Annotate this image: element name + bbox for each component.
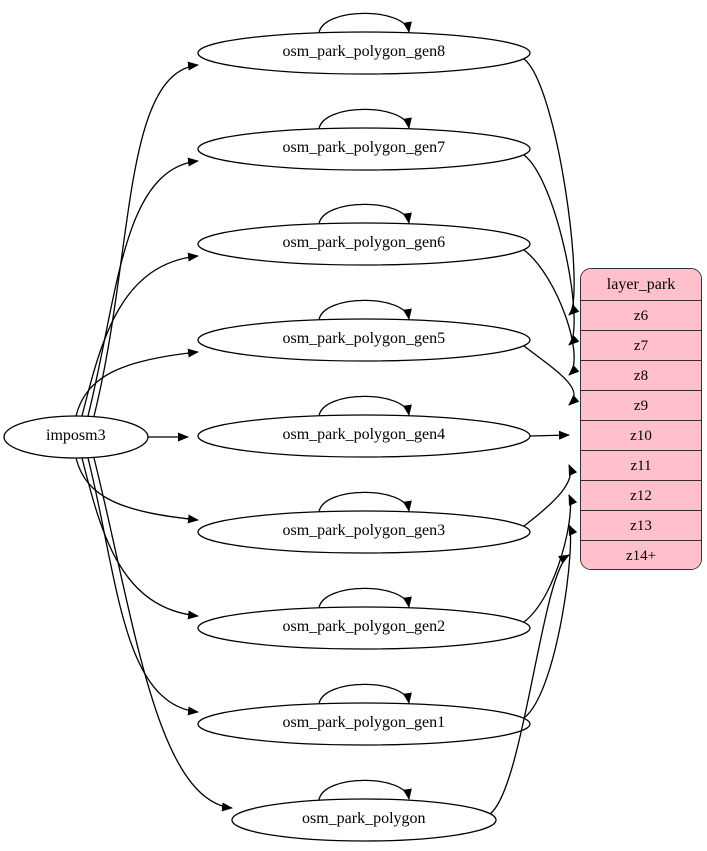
- edge-osm_park_polygon_gen4-to-z10: [529, 430, 570, 440]
- edge-imposm3-to-osm_park_polygon_gen5: [75, 348, 199, 417]
- edge-imposm3-to-osm_park_polygon_gen6: [81, 252, 199, 417]
- node-label-osm_park_polygon_gen8: osm_park_polygon_gen8: [282, 43, 446, 60]
- self-loop-osm_park_polygon_gen4: [318, 395, 412, 417]
- edge-imposm3-to-osm_park_polygon_gen8: [93, 61, 199, 417]
- self-loop-osm_park_polygon_gen2: [318, 587, 412, 609]
- edge-osm_park_polygon_gen8-to-z6: [523, 58, 580, 316]
- edge-imposm3-to-osm_park_polygon_gen1: [87, 457, 199, 716]
- table-row-z12[interactable]: z12: [581, 481, 701, 511]
- edge-osm_park_polygon_gen5-to-z9: [523, 345, 580, 406]
- table-row-z6[interactable]: z6: [581, 301, 701, 331]
- node-osm_park_polygon[interactable]: [231, 798, 497, 842]
- node-osm_park_polygon_gen2[interactable]: [197, 606, 531, 650]
- node-osm_park_polygon_gen1[interactable]: [197, 702, 531, 746]
- node-label-osm_park_polygon_gen4: osm_park_polygon_gen4: [282, 426, 446, 443]
- node-label-osm_park_polygon_gen5: osm_park_polygon_gen5: [282, 330, 446, 347]
- edge-osm_park_polygon_gen2-to-z12: [523, 494, 578, 623]
- edge-imposm3-to-osm_park_polygon_gen3: [75, 457, 199, 524]
- node-label-osm_park_polygon_gen6: osm_park_polygon_gen6: [282, 234, 446, 251]
- table-row-z7[interactable]: z7: [581, 331, 701, 361]
- edge-osm_park_polygon_gen6-to-z8: [523, 249, 580, 376]
- node-label-osm_park_polygon_gen2: osm_park_polygon_gen2: [282, 618, 446, 635]
- self-loop-osm_park_polygon_gen3: [318, 491, 412, 513]
- edge-osm_park_polygon_gen7-to-z7: [523, 154, 580, 346]
- table-row-z14plus[interactable]: z14+: [581, 541, 701, 569]
- layer-park-table[interactable]: layer_park z6 z7 z8 z9 z10 z11 z12 z13 z…: [580, 268, 702, 570]
- node-osm_park_polygon_gen6[interactable]: [197, 222, 531, 266]
- edge-imposm3-to-osm_park_polygon_gen7: [87, 157, 199, 417]
- node-label-imposm3: imposm3: [46, 427, 106, 444]
- table-header: layer_park: [581, 269, 701, 301]
- edge-imposm3-to-osm_park_polygon: [93, 457, 233, 812]
- edge-osm_park_polygon_gen1-to-z13: [523, 524, 578, 719]
- table-row-z8[interactable]: z8: [581, 361, 701, 391]
- node-osm_park_polygon_gen8[interactable]: [197, 31, 531, 75]
- edge-osm_park_polygon_gen3-to-z11: [523, 464, 578, 527]
- node-label-osm_park_polygon_gen3: osm_park_polygon_gen3: [282, 522, 446, 539]
- edge-osm_park_polygon-to-z14+: [489, 554, 570, 815]
- node-osm_park_polygon_gen3[interactable]: [197, 510, 531, 554]
- table-row-z11[interactable]: z11: [581, 451, 701, 481]
- self-loop-osm_park_polygon_gen5: [318, 299, 412, 321]
- self-loop-osm_park_polygon_gen7: [318, 108, 412, 130]
- self-loop-osm_park_polygon_gen8: [318, 12, 412, 34]
- table-row-z10[interactable]: z10: [581, 421, 701, 451]
- node-osm_park_polygon_gen7[interactable]: [197, 127, 531, 171]
- node-label-osm_park_polygon_gen7: osm_park_polygon_gen7: [282, 139, 446, 156]
- self-loop-osm_park_polygon_gen6: [318, 203, 412, 225]
- table-row-z9[interactable]: z9: [581, 391, 701, 421]
- self-loop-osm_park_polygon_gen1: [318, 683, 412, 705]
- self-loop-osm_park_polygon: [318, 779, 412, 801]
- table-row-z13[interactable]: z13: [581, 511, 701, 541]
- node-label-osm_park_polygon_gen1: osm_park_polygon_gen1: [282, 714, 446, 731]
- node-osm_park_polygon_gen5[interactable]: [197, 318, 531, 362]
- node-label-osm_park_polygon: osm_park_polygon: [302, 810, 426, 827]
